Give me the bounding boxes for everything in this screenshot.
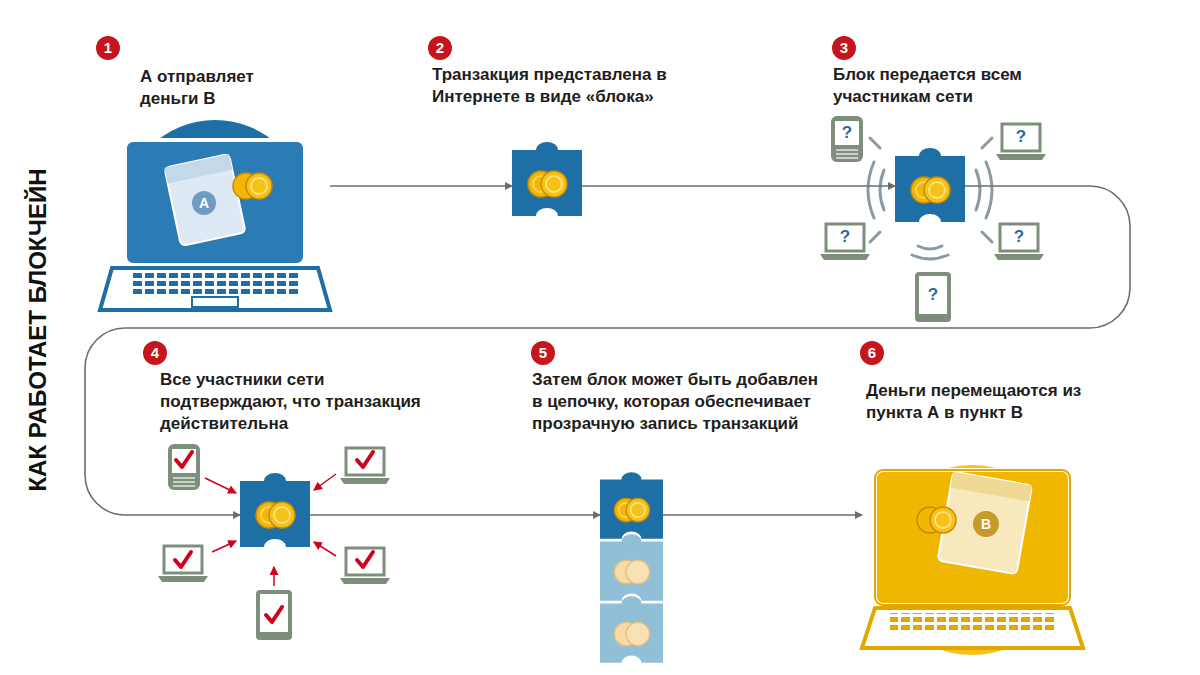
question-mark: ? (840, 227, 850, 247)
step-caption: Затем блок может быть добавлен в цепочку… (532, 369, 827, 435)
step-caption: А отправляет деньги В (140, 66, 310, 110)
callout-number: 1 (96, 36, 120, 60)
step-caption: Деньги перемещаются из пункта А в пункт … (866, 380, 1101, 424)
step-node: 2Транзакция представлена в Интернете в в… (512, 142, 582, 226)
step-caption: Транзакция представлена в Интернете в ви… (432, 64, 702, 108)
question-mark: ? (842, 123, 852, 143)
flow-arrow (582, 185, 895, 187)
step-caption: Все участники сети подтверждают, что тра… (160, 369, 435, 435)
step-node: 1А отправляет деньги В (100, 130, 330, 312)
step-node: 6Деньги перемещаются из пункта А в пункт… (862, 466, 1083, 650)
step-node: 4Все участники сети подтверждают, что тр… (240, 473, 310, 557)
question-mark: ? (928, 285, 938, 305)
flow-arrow (310, 514, 600, 516)
callout-number: 2 (428, 36, 452, 60)
question-mark: ? (1014, 227, 1024, 247)
step-node: 5Затем блок может быть добавлен в цепочк… (600, 472, 663, 672)
flow-arrow (663, 514, 862, 516)
title: КАК РАБОТАЕТ БЛОКЧЕЙН (24, 168, 52, 491)
step-caption: Блок передается всем участникам сети (833, 64, 1048, 108)
wallet-letter: B (981, 514, 991, 534)
wallet-letter: A (199, 193, 209, 213)
callout-number: 4 (143, 341, 167, 365)
callout-number: 3 (832, 36, 856, 60)
question-mark: ? (1016, 127, 1026, 147)
flow-arrow (85, 186, 1130, 515)
flow-arrow (330, 185, 512, 187)
step-node: 3Блок передается всем участникам сети (895, 148, 965, 232)
callout-number: 6 (860, 341, 884, 365)
callout-number: 5 (531, 341, 555, 365)
